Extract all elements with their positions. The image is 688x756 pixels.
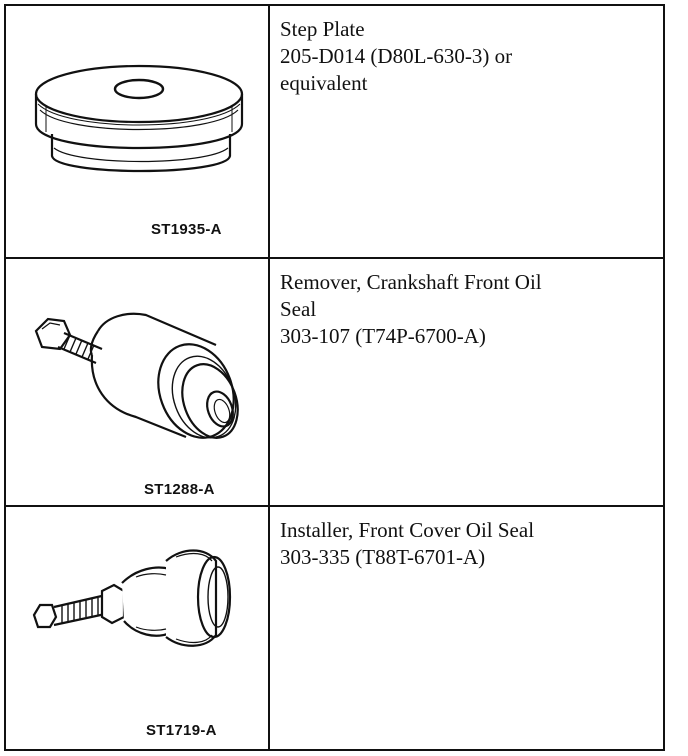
tool-row-crankshaft-seal-remover: ST1288-A Remover, Crankshaft Front Oil S… — [6, 259, 663, 507]
tool-name: Remover, Crankshaft Front Oil — [280, 270, 542, 294]
seal-installer-illustration — [32, 549, 232, 647]
tool-description: Remover, Crankshaft Front Oil Seal 303-1… — [280, 269, 653, 350]
tool-number: 303-107 (T74P-6700-A) — [280, 324, 486, 348]
figure-code: ST1719-A — [146, 722, 217, 739]
tool-number: 205-D014 (D80L-630-3) or — [280, 44, 513, 68]
tool-row-front-cover-seal-installer: ST1719-A Installer, Front Cover Oil Seal… — [6, 507, 663, 749]
tool-name: Step Plate — [280, 17, 365, 41]
column-divider — [268, 6, 270, 749]
special-tools-table: ST1935-A Step Plate 205-D014 (D80L-630-3… — [4, 4, 665, 751]
figure-code: ST1935-A — [151, 221, 222, 238]
tool-name: Installer, Front Cover Oil Seal — [280, 518, 535, 542]
step-plate-illustration — [34, 64, 244, 173]
tool-illustration-cell: ST1288-A — [6, 259, 268, 505]
tool-illustration-cell: ST1719-A — [6, 507, 268, 749]
seal-remover-illustration — [34, 312, 239, 439]
tool-number: 303-335 (T88T-6701-A) — [280, 545, 486, 569]
tool-note: equivalent — [280, 71, 368, 95]
tool-name-cont: Seal — [280, 297, 317, 321]
tool-illustration-cell: ST1935-A — [6, 6, 268, 257]
tool-description: Installer, Front Cover Oil Seal 303-335 … — [280, 517, 653, 571]
tool-description: Step Plate 205-D014 (D80L-630-3) or equi… — [280, 16, 653, 97]
tool-row-step-plate: ST1935-A Step Plate 205-D014 (D80L-630-3… — [6, 6, 663, 259]
figure-code: ST1288-A — [144, 481, 215, 498]
